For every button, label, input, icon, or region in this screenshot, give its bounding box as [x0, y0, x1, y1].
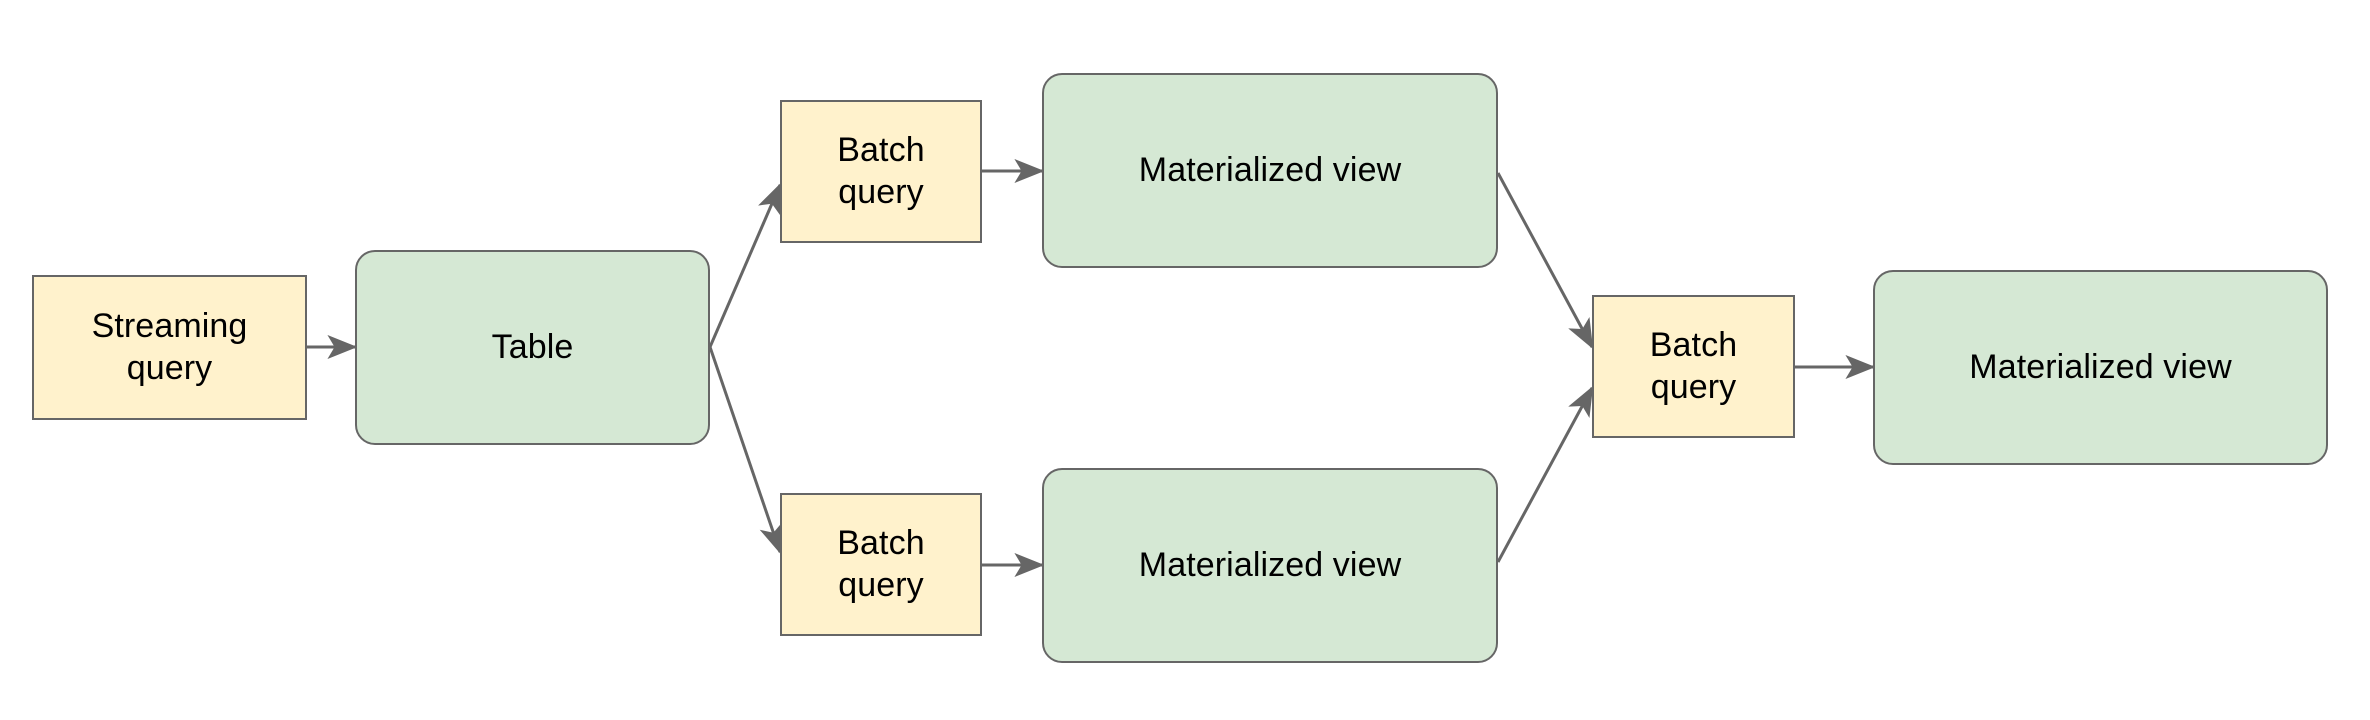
node-materialized-view-bottom[interactable]: Materialized view [1042, 468, 1498, 663]
node-label-batch-query-join: Batch query [1649, 326, 1738, 406]
node-streaming-query[interactable]: Streaming query [32, 275, 307, 420]
edge-table-to-batch-query-top [708, 182, 782, 348]
node-label-table: Table [491, 327, 574, 366]
node-label-materialized-view-top: Materialized view [1138, 150, 1402, 189]
edge-materialized-view-top-to-batch-query-join [1496, 172, 1594, 350]
node-batch-query-top[interactable]: Batch query [780, 100, 982, 243]
node-label-streaming-query: Streaming query [91, 307, 248, 387]
node-label-materialized-view-bottom: Materialized view [1138, 545, 1402, 584]
node-table[interactable]: Table [355, 250, 710, 445]
node-batch-query-bottom[interactable]: Batch query [780, 493, 982, 636]
node-label-batch-query-bottom: Batch query [837, 524, 925, 604]
node-batch-query-join[interactable]: Batch query [1592, 295, 1795, 438]
node-label-materialized-view-final: Materialized view [1969, 347, 2232, 386]
node-materialized-view-final[interactable]: Materialized view [1873, 270, 2328, 465]
edge-materialized-view-bottom-to-batch-query-join [1496, 385, 1594, 563]
edge-table-to-batch-query-bottom [708, 346, 783, 555]
node-materialized-view-top[interactable]: Materialized view [1042, 73, 1498, 268]
node-label-batch-query-top: Batch query [837, 131, 925, 211]
